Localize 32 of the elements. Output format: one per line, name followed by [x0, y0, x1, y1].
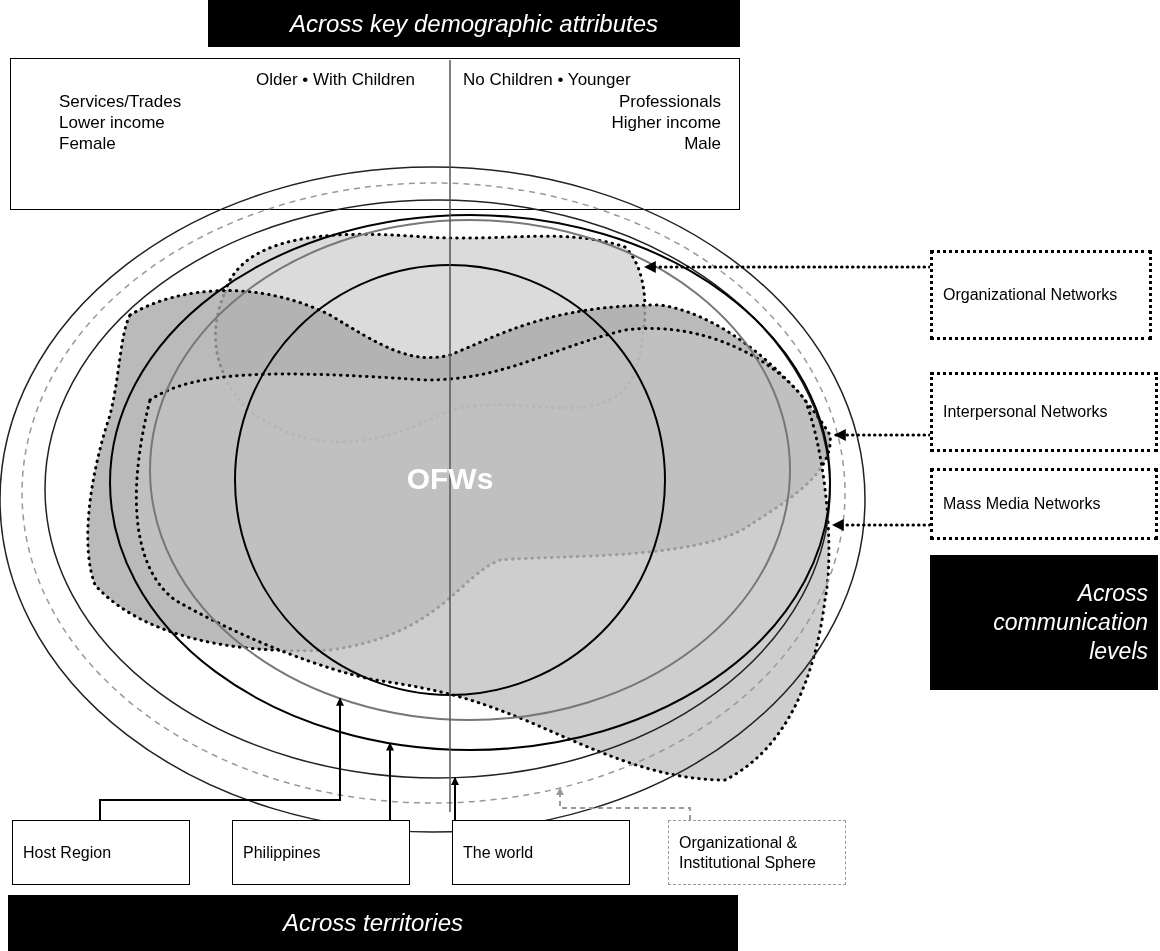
text-panel — [10, 58, 740, 210]
label-box — [930, 468, 1158, 540]
label-box — [668, 820, 846, 885]
label-box — [12, 820, 190, 885]
box-label: Organizational & Institutional Sphere — [679, 832, 817, 873]
arrow — [643, 261, 932, 273]
demographic-label: No Children • Younger — [463, 69, 631, 90]
arrow — [556, 787, 691, 821]
demographic-label: Professionals Higher income Male — [610, 91, 721, 154]
section-banner — [930, 555, 1158, 690]
box-label: Philippines — [243, 842, 321, 863]
demographic-label: Services/Trades Lower income Female — [59, 91, 183, 154]
box-label: Host Region — [23, 842, 112, 863]
banner-text: Across key demographic attributes — [288, 8, 660, 39]
label-box — [452, 820, 630, 885]
box-label: Interpersonal Networks — [943, 402, 1108, 422]
box-label: Organizational Networks — [943, 285, 1118, 305]
arrow — [451, 776, 459, 821]
title-banner — [208, 0, 740, 47]
banner-text: Across communication levels — [992, 579, 1149, 666]
arrow — [831, 519, 932, 531]
box-label: Mass Media Networks — [943, 494, 1101, 514]
label-box — [930, 250, 1152, 340]
arrow — [386, 742, 394, 821]
label-box — [232, 820, 410, 885]
banner-text: Across territories — [281, 908, 464, 938]
demographic-label: Older • With Children — [256, 69, 415, 90]
label-box — [930, 372, 1158, 452]
arrow — [833, 429, 932, 441]
box-label: The world — [463, 842, 534, 863]
section-banner — [8, 895, 738, 951]
arrow — [99, 697, 344, 821]
